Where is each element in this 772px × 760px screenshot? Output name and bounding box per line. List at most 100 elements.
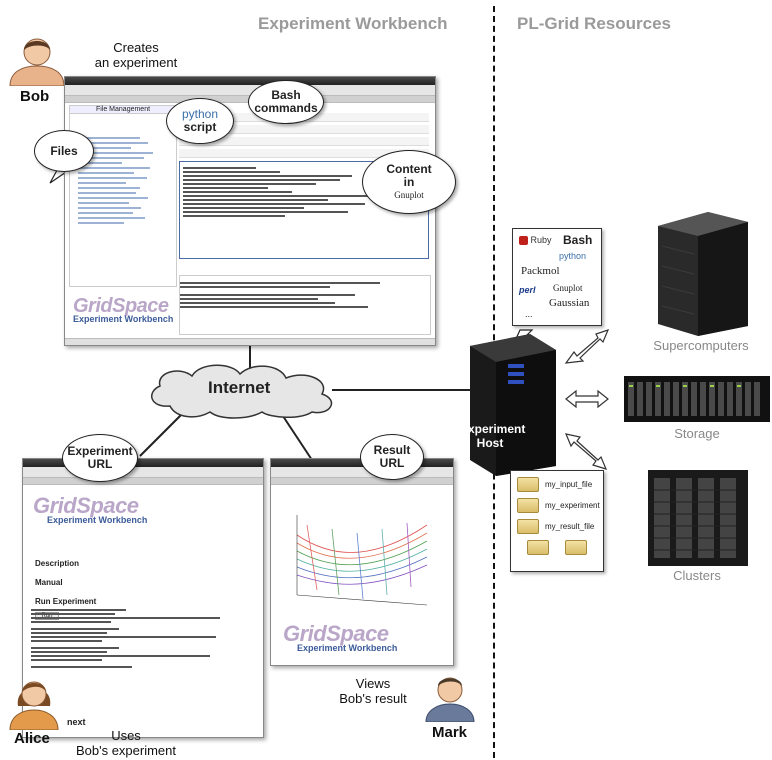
- tool-perl: perl: [519, 285, 536, 295]
- browser-statusbar: [65, 338, 435, 345]
- bash-bubble-line1: Bash: [271, 88, 301, 102]
- alice-logo: GridSpace Experiment Workbench: [33, 493, 147, 525]
- experiment-host-server-icon: [470, 334, 556, 476]
- browser-tabbar: [23, 478, 263, 485]
- mark-name: Mark: [432, 724, 468, 741]
- file-name: my_result_file: [545, 522, 595, 531]
- tool-bash: Bash: [563, 233, 593, 247]
- experiment-url-line2: URL: [87, 457, 113, 471]
- workbench-heading: Experiment Workbench: [258, 14, 448, 33]
- python-logo-text: python: [181, 107, 219, 121]
- mark-caption-line2: Bob's result: [339, 691, 407, 706]
- logo-subtitle: Experiment Workbench: [297, 643, 398, 653]
- alice-caption-line1: Uses: [111, 728, 141, 743]
- resources-heading: PL-Grid Resources: [517, 14, 671, 33]
- bob-caption-line2: an experiment: [94, 55, 178, 70]
- tool-more: ...: [525, 309, 533, 319]
- mark-logo: GridSpace Experiment Workbench: [283, 621, 397, 653]
- tool-gnuplot: Gnuplot: [553, 283, 583, 293]
- browser-tabbar: [271, 478, 453, 485]
- mark-caption: Views Bob's result: [318, 676, 428, 706]
- content-bubble-line2: in: [403, 174, 415, 189]
- supercomputers-label: Supercomputers: [653, 338, 749, 353]
- logo-text: GridSpace: [33, 493, 139, 518]
- files-bubble: Files: [34, 130, 94, 172]
- mark-caption-line1: Views: [355, 676, 391, 691]
- storage-label: Storage: [674, 426, 720, 441]
- folder-icon: [517, 477, 539, 492]
- folder-icon: [565, 540, 587, 555]
- file-more: [517, 540, 597, 555]
- ruby-icon: Ruby: [519, 235, 552, 246]
- browser-toolbar: [271, 467, 453, 478]
- python-bubble-label: script: [183, 120, 217, 134]
- files-bubble-label: Files: [50, 143, 78, 158]
- host-line2: Host: [476, 436, 504, 450]
- experiment-url-line1: Experiment: [67, 444, 133, 458]
- result-url-line2: URL: [379, 456, 405, 470]
- alice-console: [31, 607, 241, 715]
- file-my-result: my_result_file: [517, 519, 597, 534]
- clusters-icon: [648, 470, 748, 566]
- files-panel: my_input_file my_experiment my_result_fi…: [510, 470, 604, 572]
- folder-icon: [517, 498, 539, 513]
- bob-browser-window: File Management GridSpace Experiment Wor…: [64, 76, 436, 346]
- browser-toolbar: [23, 467, 263, 478]
- result-url-line1: Result: [373, 443, 411, 457]
- bob-logo: GridSpace Experiment Workbench: [73, 295, 173, 324]
- alice-avatar-icon: [9, 681, 59, 730]
- file-name: my_input_file: [545, 480, 593, 489]
- clusters-label: Clusters: [673, 568, 721, 583]
- mark-avatar-icon: [425, 677, 475, 722]
- content-bubble-line1: Content: [386, 161, 432, 176]
- mark-browser-window: GridSpace Experiment Workbench: [270, 458, 454, 666]
- bob-name: Bob: [20, 88, 50, 105]
- file-name: my_experiment: [545, 501, 600, 510]
- folder-icon: [517, 519, 539, 534]
- result-url-bubble: Result URL: [360, 434, 424, 480]
- tool-packmol: Packmol: [521, 265, 560, 277]
- experiment-host-label: Experiment Host: [460, 422, 526, 450]
- host-line1: Experiment: [460, 422, 526, 436]
- tools-panel: Ruby Bash python Packmol perl Gnuplot Ga…: [512, 228, 602, 326]
- file-panel-title: File Management: [70, 106, 176, 114]
- browser-titlebar: [65, 77, 435, 85]
- alice-sections: Description Manual Run Experiment Run: [35, 545, 96, 620]
- browser-titlebar: [23, 459, 263, 467]
- folder-icon: [527, 540, 549, 555]
- bob-avatar-icon: [9, 38, 65, 86]
- bob-caption-line1: Creates: [113, 40, 159, 55]
- section-run-experiment[interactable]: Run Experiment: [35, 597, 97, 606]
- gnuplot-logo-text: Gnuplot: [394, 189, 424, 200]
- logo-text: GridSpace: [73, 295, 169, 317]
- section-manual[interactable]: Manual: [35, 578, 63, 587]
- alice-caption: Uses Bob's experiment: [64, 728, 188, 758]
- internet-label: Internet: [208, 378, 271, 397]
- file-my-input: my_input_file: [517, 477, 597, 492]
- tool-python: python: [559, 251, 587, 261]
- tool-gaussian: Gaussian: [549, 297, 590, 309]
- file-panel: File Management: [69, 105, 177, 287]
- file-my-experiment: my_experiment: [517, 498, 600, 513]
- experiment-url-bubble: Experiment URL: [62, 434, 138, 482]
- console-area: [179, 275, 431, 335]
- internet-cloud-icon: [150, 364, 333, 419]
- bash-bubble: Bash commands: [248, 80, 324, 124]
- alice-name: Alice: [14, 730, 50, 747]
- result-plot-image: [277, 495, 447, 613]
- logo-subtitle: Experiment Workbench: [47, 515, 148, 525]
- bash-bubble-line2: commands: [254, 101, 318, 115]
- bob-caption: Creates an experiment: [86, 40, 186, 70]
- alice-caption-line2: Bob's experiment: [75, 743, 177, 758]
- logo-text: GridSpace: [283, 621, 389, 646]
- section-description[interactable]: Description: [35, 559, 80, 568]
- storage-icon: [624, 376, 770, 422]
- logo-subtitle: Experiment Workbench: [73, 314, 174, 324]
- run-button[interactable]: Run: [35, 612, 59, 620]
- content-bubble: Content in Gnuplot: [362, 150, 456, 214]
- file-list: [70, 114, 176, 224]
- python-bubble: python script: [166, 98, 234, 144]
- alice-next-link[interactable]: next: [67, 717, 86, 727]
- alice-browser-window: GridSpace Experiment Workbench Descripti…: [22, 458, 264, 738]
- tool-ruby: Ruby: [530, 235, 552, 245]
